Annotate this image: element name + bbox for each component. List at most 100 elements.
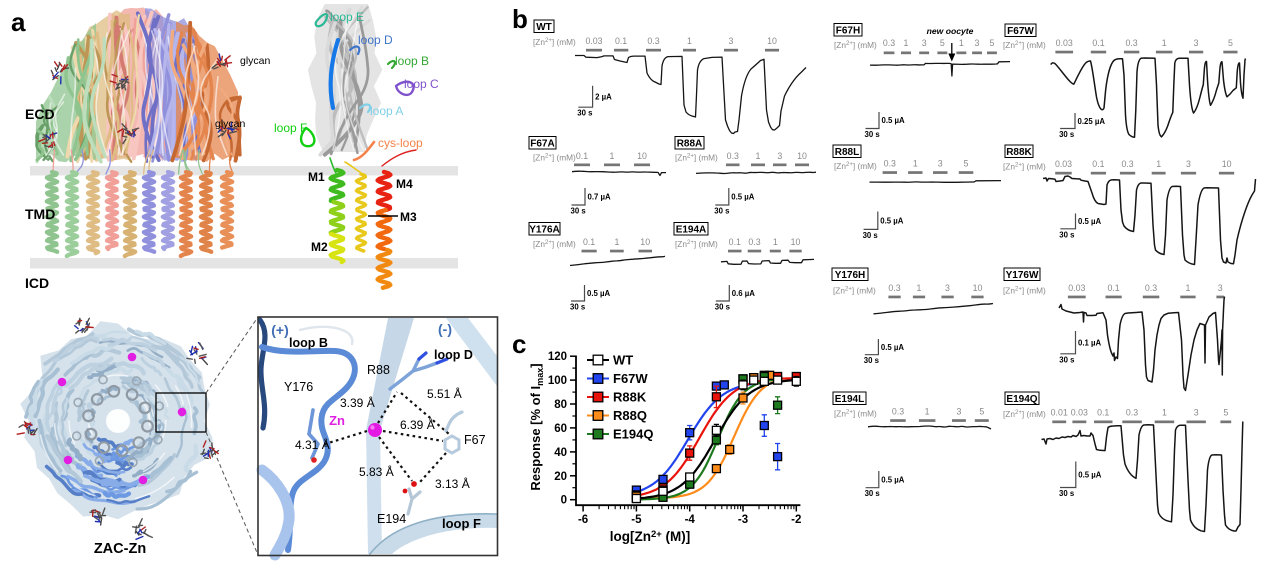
svg-text:0.03: 0.03 bbox=[1068, 283, 1085, 293]
svg-text:100: 100 bbox=[548, 375, 567, 387]
svg-text:b: b bbox=[512, 4, 528, 34]
svg-text:1: 1 bbox=[610, 151, 615, 161]
svg-text:Response [% of Imax]: Response [% of Imax] bbox=[528, 363, 545, 490]
svg-text:3: 3 bbox=[975, 38, 980, 48]
svg-text:5.51 Å: 5.51 Å bbox=[427, 386, 462, 401]
svg-text:0.3: 0.3 bbox=[884, 159, 896, 169]
svg-text:loop D: loop D bbox=[358, 33, 393, 47]
svg-text:E194Q: E194Q bbox=[613, 427, 653, 442]
svg-text:-4: -4 bbox=[685, 514, 696, 526]
svg-text:new oocyte: new oocyte bbox=[927, 26, 974, 36]
svg-text:TMD: TMD bbox=[25, 206, 55, 222]
svg-text:F67W: F67W bbox=[1007, 26, 1034, 37]
svg-text:5.83 Å: 5.83 Å bbox=[359, 464, 394, 479]
svg-text:0: 0 bbox=[561, 495, 567, 507]
svg-text:5: 5 bbox=[964, 159, 969, 169]
svg-text:F67W: F67W bbox=[613, 371, 648, 386]
svg-text:loop B: loop B bbox=[289, 336, 328, 350]
svg-text:10: 10 bbox=[1222, 159, 1232, 169]
svg-text:1: 1 bbox=[1162, 38, 1167, 48]
svg-text:[Zn2+] (mM): [Zn2+] (mM) bbox=[533, 37, 576, 47]
svg-text:3: 3 bbox=[938, 159, 943, 169]
svg-text:30 s: 30 s bbox=[715, 303, 731, 312]
svg-text:30 s: 30 s bbox=[863, 231, 879, 240]
svg-text:0.3: 0.3 bbox=[1126, 408, 1138, 418]
svg-text:30 s: 30 s bbox=[571, 207, 587, 216]
svg-text:10: 10 bbox=[767, 36, 777, 46]
svg-text:E194L: E194L bbox=[835, 394, 864, 405]
svg-text:M1: M1 bbox=[308, 170, 325, 184]
svg-text:30 s: 30 s bbox=[570, 303, 586, 312]
svg-text:0.3: 0.3 bbox=[883, 38, 895, 48]
svg-text:Y176W: Y176W bbox=[1006, 270, 1039, 281]
svg-text:3: 3 bbox=[957, 407, 962, 417]
svg-text:30 s: 30 s bbox=[1059, 230, 1075, 239]
svg-text:E194Q: E194Q bbox=[1006, 394, 1037, 405]
svg-text:3: 3 bbox=[922, 38, 927, 48]
svg-text:3: 3 bbox=[1194, 408, 1199, 418]
svg-text:0.1: 0.1 bbox=[1092, 159, 1104, 169]
svg-text:0.1: 0.1 bbox=[729, 237, 741, 247]
svg-text:0.5 µA: 0.5 µA bbox=[587, 289, 610, 298]
svg-text:0.1: 0.1 bbox=[576, 151, 588, 161]
svg-text:loop A: loop A bbox=[370, 104, 403, 118]
svg-text:0.03: 0.03 bbox=[585, 36, 602, 46]
svg-text:loop E: loop E bbox=[330, 10, 364, 24]
svg-text:R88: R88 bbox=[367, 363, 390, 377]
svg-text:10: 10 bbox=[797, 151, 807, 161]
svg-text:[Zn2+] (mM): [Zn2+] (mM) bbox=[834, 161, 877, 171]
svg-text:F67A: F67A bbox=[530, 139, 554, 150]
svg-text:[Zn2+] (mM): [Zn2+] (mM) bbox=[533, 153, 576, 163]
svg-text:3.13 Å: 3.13 Å bbox=[435, 476, 470, 491]
svg-text:2 µA: 2 µA bbox=[595, 93, 612, 102]
svg-text:10: 10 bbox=[973, 283, 983, 293]
svg-text:[Zn2+] (mM): [Zn2+] (mM) bbox=[1003, 286, 1046, 296]
svg-text:30 s: 30 s bbox=[865, 489, 881, 498]
svg-text:1: 1 bbox=[1156, 159, 1161, 169]
svg-text:0.3: 0.3 bbox=[748, 237, 760, 247]
svg-text:(-): (-) bbox=[438, 321, 452, 337]
svg-text:0.1: 0.1 bbox=[583, 237, 595, 247]
svg-text:(+): (+) bbox=[271, 322, 289, 338]
svg-text:3: 3 bbox=[1186, 159, 1191, 169]
svg-text:WT: WT bbox=[613, 353, 633, 368]
svg-text:3: 3 bbox=[1218, 283, 1223, 293]
svg-text:1: 1 bbox=[925, 407, 930, 417]
svg-text:3: 3 bbox=[945, 283, 950, 293]
svg-text:0.3: 0.3 bbox=[888, 283, 900, 293]
svg-text:30 s: 30 s bbox=[1059, 130, 1075, 139]
svg-text:0.5 µA: 0.5 µA bbox=[731, 193, 754, 202]
svg-text:M3: M3 bbox=[400, 210, 417, 224]
svg-text:1: 1 bbox=[904, 38, 909, 48]
svg-text:30 s: 30 s bbox=[1059, 489, 1075, 498]
svg-text:10: 10 bbox=[637, 151, 647, 161]
svg-text:5: 5 bbox=[1228, 38, 1233, 48]
svg-text:0.3: 0.3 bbox=[647, 36, 659, 46]
svg-text:[Zn2+] (mM): [Zn2+] (mM) bbox=[834, 409, 877, 419]
svg-text:0.03: 0.03 bbox=[1056, 38, 1073, 48]
svg-text:[Zn2+] (mM): [Zn2+] (mM) bbox=[1003, 162, 1046, 172]
svg-text:M4: M4 bbox=[396, 177, 413, 191]
svg-text:0.3: 0.3 bbox=[1145, 283, 1157, 293]
svg-text:5: 5 bbox=[1223, 408, 1228, 418]
svg-text:1: 1 bbox=[756, 151, 761, 161]
svg-text:M2: M2 bbox=[311, 240, 328, 254]
svg-text:glycan: glycan bbox=[240, 55, 271, 67]
svg-text:-3: -3 bbox=[738, 514, 748, 526]
svg-text:E194: E194 bbox=[377, 512, 406, 526]
svg-text:5: 5 bbox=[979, 407, 984, 417]
svg-text:0.3: 0.3 bbox=[1121, 159, 1133, 169]
svg-text:log[Zn2+ (M)]: log[Zn2+ (M)] bbox=[610, 529, 691, 544]
svg-text:10: 10 bbox=[640, 237, 650, 247]
svg-text:[Zn2+] (mM): [Zn2+] (mM) bbox=[834, 40, 877, 50]
svg-text:-2: -2 bbox=[791, 514, 801, 526]
svg-text:30 s: 30 s bbox=[577, 109, 593, 118]
svg-text:1: 1 bbox=[687, 36, 692, 46]
svg-text:1: 1 bbox=[1162, 408, 1167, 418]
svg-text:30 s: 30 s bbox=[865, 130, 881, 139]
svg-text:0.5 µA: 0.5 µA bbox=[1078, 217, 1101, 226]
svg-text:3: 3 bbox=[1194, 38, 1199, 48]
svg-text:3: 3 bbox=[729, 36, 734, 46]
svg-text:0.1: 0.1 bbox=[1092, 38, 1104, 48]
svg-text:F67H: F67H bbox=[836, 26, 860, 37]
